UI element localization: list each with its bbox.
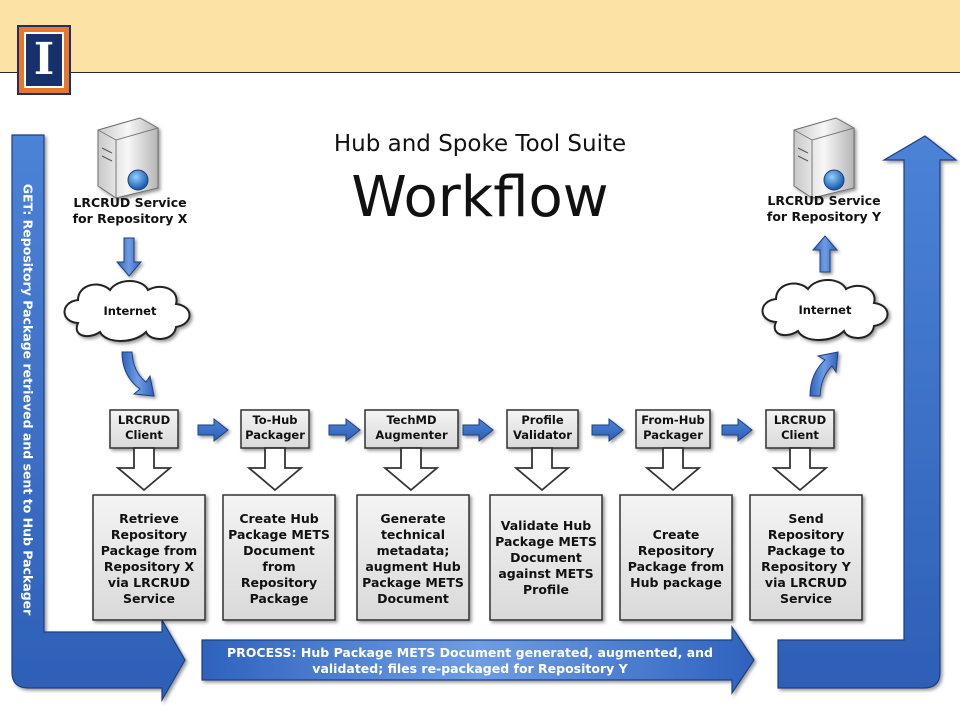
description-line: Package xyxy=(249,591,309,606)
description-line: Document xyxy=(243,543,315,558)
description-line: Validate Hub xyxy=(500,518,592,533)
block-i-icon: I xyxy=(24,32,64,88)
step-profile-validator: Profile Validator xyxy=(507,413,578,443)
description-line: Package to xyxy=(767,543,845,558)
description-line: Retrieve xyxy=(119,511,179,526)
description-line: Repository xyxy=(110,527,188,542)
description-line: Document xyxy=(377,591,449,606)
diagram-subtitle: Hub and Spoke Tool Suite xyxy=(333,131,627,157)
description-line: Repository Y xyxy=(761,559,851,574)
description-line: Repository X xyxy=(103,559,195,574)
right-server-label-line1: LRCRUD Service xyxy=(767,193,881,208)
description-line: Package METS xyxy=(362,575,464,590)
step-label-line1: Profile xyxy=(521,413,564,427)
put-label: PUT: Repository Package sent to Reposito… xyxy=(942,257,958,582)
step-down-arrows xyxy=(115,447,829,492)
university-logo: I xyxy=(17,25,71,95)
description-retrieve: Retrieve Repository Package from Reposit… xyxy=(93,511,205,607)
description-line: Package METS xyxy=(228,527,330,542)
step-boxes xyxy=(109,409,835,449)
description-create-repository: Create Repository Package from Hub packa… xyxy=(620,527,732,591)
description-line: Package from xyxy=(627,559,725,574)
description-line: Create xyxy=(652,527,700,542)
server-icon-right xyxy=(793,117,855,199)
description-line: Package from xyxy=(100,543,198,558)
step-label-line2: Client xyxy=(125,428,163,442)
step-label-line1: LRCRUD xyxy=(117,413,171,427)
description-line: Repository xyxy=(240,575,318,590)
description-line: metadata; xyxy=(376,543,450,558)
description-generate-metadata: Generate technical metadata; augment Hub… xyxy=(357,511,469,607)
description-line: Create Hub xyxy=(239,511,319,526)
description-boxes xyxy=(92,494,863,621)
cloud-right xyxy=(761,279,889,341)
arrow-internet-to-client xyxy=(121,351,155,397)
description-line: augment Hub xyxy=(365,559,461,574)
process-arrow xyxy=(201,625,755,695)
get-arrow xyxy=(11,134,186,703)
left-server-label-line2: for Repository X xyxy=(72,211,188,226)
cloud-label-right: Internet xyxy=(798,303,852,317)
step-lrcrud-client-right: LRCRUD Client xyxy=(766,413,834,443)
step-label-line1: From-Hub xyxy=(641,413,705,427)
step-connector-arrows xyxy=(197,417,753,443)
step-techmd-augmenter: TechMD Augmenter xyxy=(365,413,458,443)
step-label-line2: Validator xyxy=(513,428,572,442)
step-label-line1: LRCRUD xyxy=(773,413,827,427)
step-label-line2: Client xyxy=(781,428,819,442)
description-line: technical xyxy=(380,527,446,542)
description-line: Generate xyxy=(380,511,446,526)
description-create-hub: Create Hub Package METS Document from Re… xyxy=(223,511,335,607)
server-icon-left xyxy=(97,117,159,199)
left-server-label: LRCRUD Service for Repository X xyxy=(60,195,200,227)
step-from-hub-packager: From-Hub Packager xyxy=(636,413,710,443)
step-label-line2: Packager xyxy=(643,428,703,442)
right-server-label: LRCRUD Service for Repository Y xyxy=(754,193,894,225)
header-banner xyxy=(0,0,960,73)
description-line: via LRCRUD xyxy=(107,575,191,590)
get-label: GET: Repository Package retrieved and se… xyxy=(20,183,36,616)
description-line: Repository xyxy=(637,543,715,558)
arrow-client-to-internet xyxy=(809,351,839,397)
step-label-line1: To-Hub xyxy=(252,413,298,427)
diagram-title: Workflow xyxy=(351,165,609,230)
process-line2: validated; files re-packaged for Reposit… xyxy=(312,661,628,676)
description-line: Document xyxy=(510,550,582,565)
arrow-internet-to-server xyxy=(811,235,839,273)
description-line: against METS xyxy=(498,566,594,581)
description-line: via LRCRUD xyxy=(764,575,848,590)
description-line: from xyxy=(262,559,296,574)
description-line: Package METS xyxy=(495,534,597,549)
right-server-label-line2: for Repository Y xyxy=(766,209,882,224)
step-label-line1: TechMD xyxy=(386,413,437,427)
description-line: Profile xyxy=(523,582,569,597)
cloud-left xyxy=(63,280,191,342)
left-server-label-line1: LRCRUD Service xyxy=(73,195,187,210)
step-lrcrud-client-left: LRCRUD Client xyxy=(110,413,178,443)
description-line: Service xyxy=(123,591,175,606)
process-line1: Hub Package METS Document generated, aug… xyxy=(296,645,713,660)
cloud-label-left: Internet xyxy=(103,304,157,318)
description-send: Send Repository Package to Repository Y … xyxy=(750,511,862,607)
step-label-line2: Augmenter xyxy=(375,428,448,442)
step-label-line2: Packager xyxy=(245,428,305,442)
description-line: Service xyxy=(780,591,832,606)
process-prefix: PROCESS: xyxy=(226,645,297,660)
process-label: PROCESS: Hub Package METS Document gener… xyxy=(210,645,730,677)
arrow-server-to-internet xyxy=(115,237,143,277)
description-line: Repository xyxy=(767,527,845,542)
step-to-hub-packager: To-Hub Packager xyxy=(241,413,309,443)
description-line: Hub package xyxy=(630,575,722,590)
description-validate: Validate Hub Package METS Document again… xyxy=(490,518,602,598)
put-arrow xyxy=(777,135,958,689)
description-line: Send xyxy=(788,511,824,526)
